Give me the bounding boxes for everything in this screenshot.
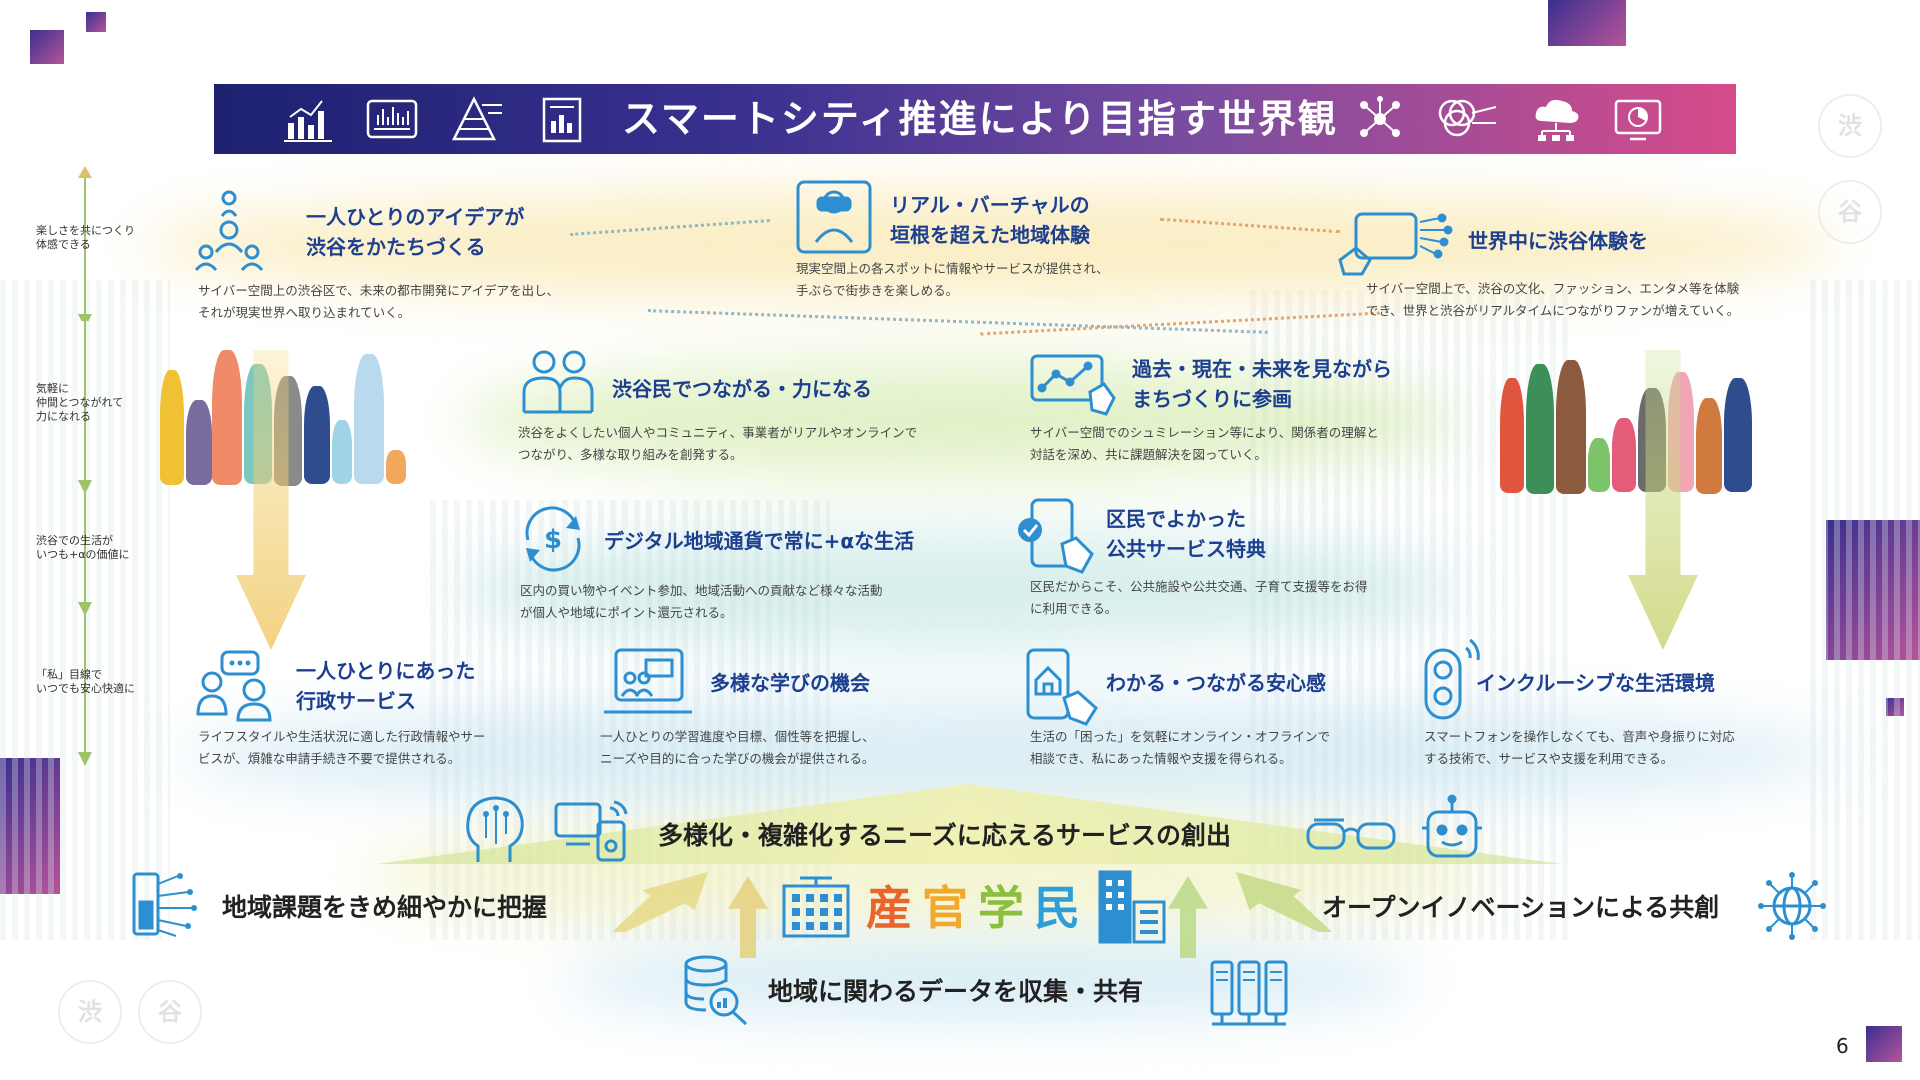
community-icon	[520, 348, 596, 416]
tablet-hand-icon	[1336, 210, 1456, 278]
timeline-label: 気軽に 仲間とつながれて 力になれる	[36, 382, 124, 423]
timeline-label: 「私」目線で いつでも安心快適に	[36, 668, 135, 695]
item-title: リアル・バーチャルの 垣根を超えた地域体験	[890, 193, 1090, 247]
item-description: 区民だからこそ、公共施設や公共交通、子育て支援等をお得 に利用できる。	[1030, 579, 1368, 616]
item-description: サイバー空間上で、渋谷の文化、ファッション、エンタメ等を体験 でき、世界と渋谷が…	[1366, 281, 1740, 318]
item-title: 一人ひとりにあった 行政サービス	[296, 659, 476, 713]
timeline-line	[84, 170, 86, 765]
item-title: デジタル地域通貨で常に+αな生活	[604, 529, 915, 553]
background-glow	[140, 190, 1840, 300]
item-title: 過去・現在・未来を見ながら まちづくりに参画	[1132, 357, 1392, 411]
people-ideas-icon	[194, 190, 264, 272]
phone-home-icon	[1024, 646, 1104, 726]
brain-circuit-icon	[464, 794, 528, 866]
item-description: 一人ひとりの学習進度や目標、個性等を把握し、 ニーズや目的に合った学びの機会が提…	[600, 729, 875, 766]
decor-square	[1886, 698, 1904, 716]
shibuya-seal: 谷	[1818, 180, 1882, 244]
background-building	[1810, 280, 1920, 940]
chat-users-icon	[196, 648, 278, 722]
smartphone-check-icon	[1016, 496, 1098, 576]
page-title: スマートシティ推進により目指す世界観	[622, 97, 1338, 141]
shibuya-seal: 渋	[58, 980, 122, 1044]
bar-chart-icon	[282, 95, 334, 143]
item-title: 区民でよかった 公共サービス特典	[1106, 507, 1266, 561]
report-icon	[536, 95, 588, 143]
shibuya-seal: 渋	[1818, 94, 1882, 158]
item-description: ライフスタイルや生活状況に適した行政情報やサー ビスが、煩雑な申請手続き不要で提…	[198, 729, 486, 766]
foundation-right-label: オープンイノベーションによる共創	[1322, 893, 1720, 922]
decor-square	[1548, 0, 1626, 46]
decor-square	[1826, 520, 1920, 660]
chart-screen-icon	[1028, 352, 1118, 418]
server-rack-icon	[1206, 958, 1292, 1028]
sankangakumin-char: 産	[866, 881, 912, 935]
pyramid-chart-icon	[451, 95, 504, 143]
network-nodes-icon	[1354, 95, 1406, 143]
cloud-network-icon	[1530, 95, 1582, 143]
foundation-top-label: 多様化・複雑化するニーズに応えるサービスの創出	[658, 821, 1232, 850]
sankangakumin-char: 民	[1034, 881, 1080, 935]
item-description: スマートフォンを操作しなくても、音声や身振りに対応 する技術で、サービスや支援を…	[1424, 729, 1735, 766]
pie-chart-monitor-icon	[1612, 95, 1664, 143]
svg-text:$: $	[544, 525, 562, 555]
waveform-chart-icon	[366, 95, 418, 143]
decor-square	[0, 758, 60, 894]
item-title: インクルーシブな生活環境	[1476, 671, 1715, 695]
item-description: 生活の「困った」を気軽にオンライン・オフラインで 相談でき、私にあった情報や支援…	[1030, 729, 1331, 766]
database-search-icon	[680, 954, 752, 1028]
item-title: わかる・つながる安心感	[1106, 671, 1326, 695]
item-description: 現実空間上の各スポットに情報やサービスが提供され、 手ぶらで街歩きを楽しめる。	[796, 261, 1109, 298]
item-description: サイバー空間でのシュミレーション等により、関係者の理解と 対話を深め、共に課題解…	[1030, 425, 1379, 462]
decor-square	[1866, 1026, 1902, 1062]
foundation-bottom-label: 地域に関わるデータを収集・共有	[768, 977, 1144, 1006]
shibuya-seal: 谷	[138, 980, 202, 1044]
timeline-arrow-icon	[78, 166, 92, 178]
devices-icon	[552, 800, 628, 864]
item-description: 区内の買い物やイベント参加、地域活動への貢献など様々な活動 が個人や地域にポイン…	[520, 583, 883, 620]
item-description: 渋谷をよくしたい個人やコミュニティ、事業者がリアルやオンラインで つながり、多様…	[518, 425, 918, 462]
voice-signal-icon	[1420, 634, 1490, 724]
item-description: サイバー空間上の渋谷区で、未来の都市開発にアイデアを出し、 それが現実世界へ取り…	[198, 283, 560, 320]
sankangakumin-char: 学	[978, 881, 1024, 935]
item-title: 一人ひとりのアイデアが 渋谷をかたちづくる	[306, 205, 525, 259]
sankangakumin-label: 産官学民	[866, 872, 1090, 935]
decor-square	[86, 12, 106, 32]
page-number: 6	[1836, 1034, 1849, 1058]
people-illustration	[1500, 358, 1760, 498]
smart-glasses-icon	[1304, 810, 1398, 858]
item-title: 世界中に渋谷体験を	[1468, 229, 1648, 253]
skyscraper-icon	[1096, 868, 1168, 944]
background-glow	[460, 530, 1460, 650]
timeline-label: 楽しさを共につくり 体感できる	[36, 224, 135, 251]
item-title: 多様な学びの機会	[710, 671, 870, 695]
robot-icon	[1420, 794, 1484, 860]
foundation-left-label: 地域課題をきめ細やかに把握	[222, 893, 548, 922]
decor-square	[30, 30, 64, 64]
sankangakumin-char: 官	[922, 881, 968, 935]
circuit-chip-icon	[126, 868, 210, 940]
globe-network-icon	[1756, 870, 1828, 942]
background-glow	[460, 360, 1460, 480]
office-building-icon	[780, 876, 852, 938]
currency-cycle-icon: $	[518, 506, 588, 572]
online-class-icon	[602, 646, 694, 722]
vr-headset-icon	[794, 178, 874, 256]
item-title: 渋谷民でつながる・力になる	[612, 377, 872, 401]
timeline-label: 渋谷での生活が いつも+αの価値に	[36, 534, 130, 561]
title-banner: スマートシティ推進により目指す世界観	[214, 84, 1736, 154]
venn-diagram-icon	[1436, 95, 1498, 143]
